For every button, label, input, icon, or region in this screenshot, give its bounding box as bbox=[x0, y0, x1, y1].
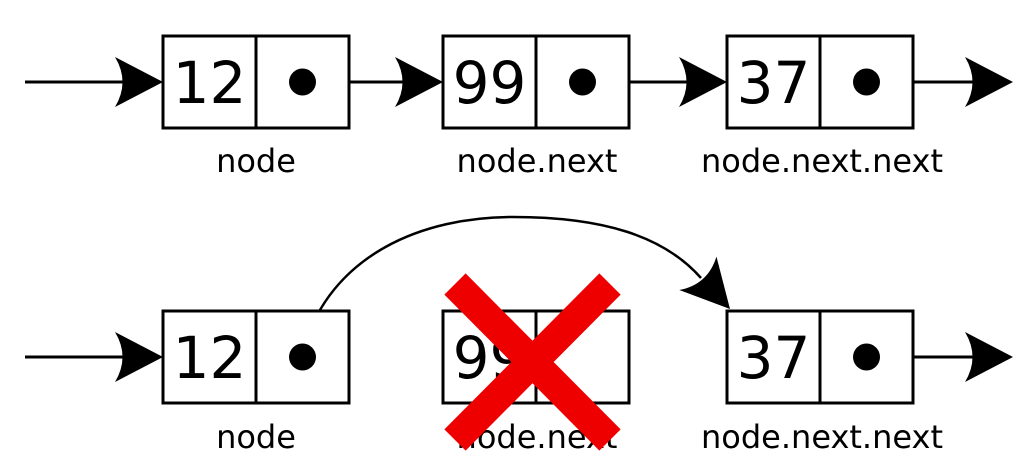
row-after-deletion: 12 node 99 node.next 37 node.next.next bbox=[25, 215, 1013, 456]
node-box-37: 37 node.next.next bbox=[701, 309, 1013, 456]
node-label: node bbox=[216, 142, 296, 180]
row-before-deletion: 12 node 99 node.next 37 node.next.next bbox=[25, 34, 1013, 180]
node-label: node bbox=[216, 418, 296, 456]
incoming-arrow bbox=[25, 57, 163, 107]
node-box-12: 12 node bbox=[161, 309, 351, 456]
pointer-dot-icon bbox=[289, 68, 316, 96]
node-label: node.next bbox=[457, 142, 618, 180]
node-label: node.next.next bbox=[701, 142, 943, 180]
node-box-99: 99 node.next bbox=[441, 34, 727, 180]
delete-cross-stroke bbox=[444, 273, 621, 451]
node-value: 99 bbox=[453, 49, 527, 117]
node-value: 12 bbox=[173, 324, 247, 392]
node-box-37: 37 node.next.next bbox=[701, 34, 1013, 180]
bypass-arrow bbox=[301, 215, 749, 352]
node-value: 37 bbox=[737, 324, 811, 392]
bypass-curve-line bbox=[301, 215, 702, 352]
pointer-dot-icon bbox=[853, 68, 880, 96]
node-box-12: 12 node bbox=[161, 34, 443, 180]
pointer-dot-icon bbox=[289, 343, 316, 371]
node-value: 12 bbox=[173, 49, 247, 117]
pointer-dot-icon bbox=[569, 68, 596, 96]
incoming-arrow bbox=[25, 332, 163, 382]
node-value: 37 bbox=[737, 49, 811, 117]
node-label: node.next.next bbox=[701, 418, 943, 456]
pointer-dot-icon bbox=[853, 343, 880, 371]
delete-cross-icon bbox=[444, 273, 621, 451]
